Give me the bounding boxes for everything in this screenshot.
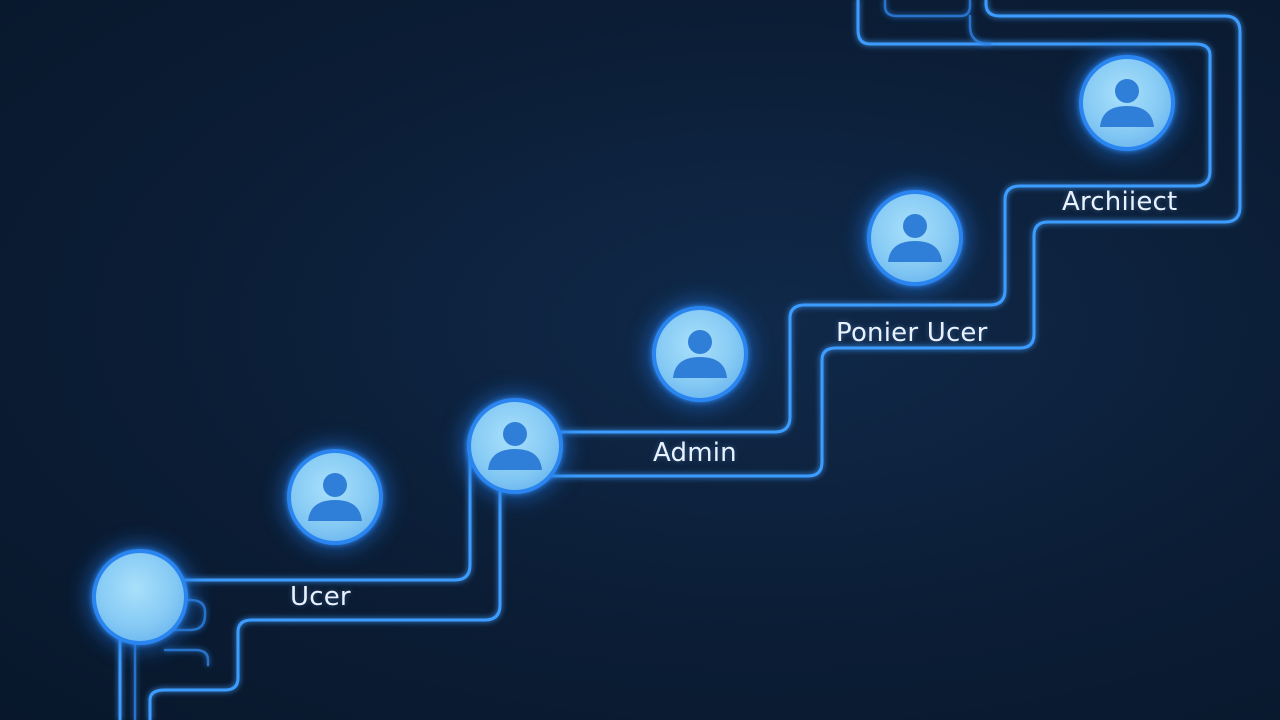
user-step-node[interactable] xyxy=(461,392,569,500)
architect-node[interactable] xyxy=(1073,49,1181,157)
person-icon xyxy=(1100,79,1154,127)
person-icon xyxy=(308,473,362,521)
trace-top-a xyxy=(883,0,972,18)
person-icon xyxy=(888,214,942,262)
label-architect: Archiiect xyxy=(1062,187,1178,217)
person-icon xyxy=(488,422,542,470)
admin-node[interactable] xyxy=(646,300,754,408)
label-admin: Admin xyxy=(653,438,737,468)
power-user-node[interactable] xyxy=(861,184,969,292)
trace-stub-b xyxy=(163,648,210,667)
trace-inner xyxy=(148,0,1242,720)
label-power-user: Ponier Ucer xyxy=(836,318,988,348)
start-node[interactable] xyxy=(86,543,194,651)
label-user: Ucer xyxy=(290,582,351,612)
trace-top-b xyxy=(968,14,992,46)
user-node[interactable] xyxy=(281,443,389,551)
person-icon xyxy=(673,330,727,378)
trace-outer xyxy=(118,0,1212,720)
